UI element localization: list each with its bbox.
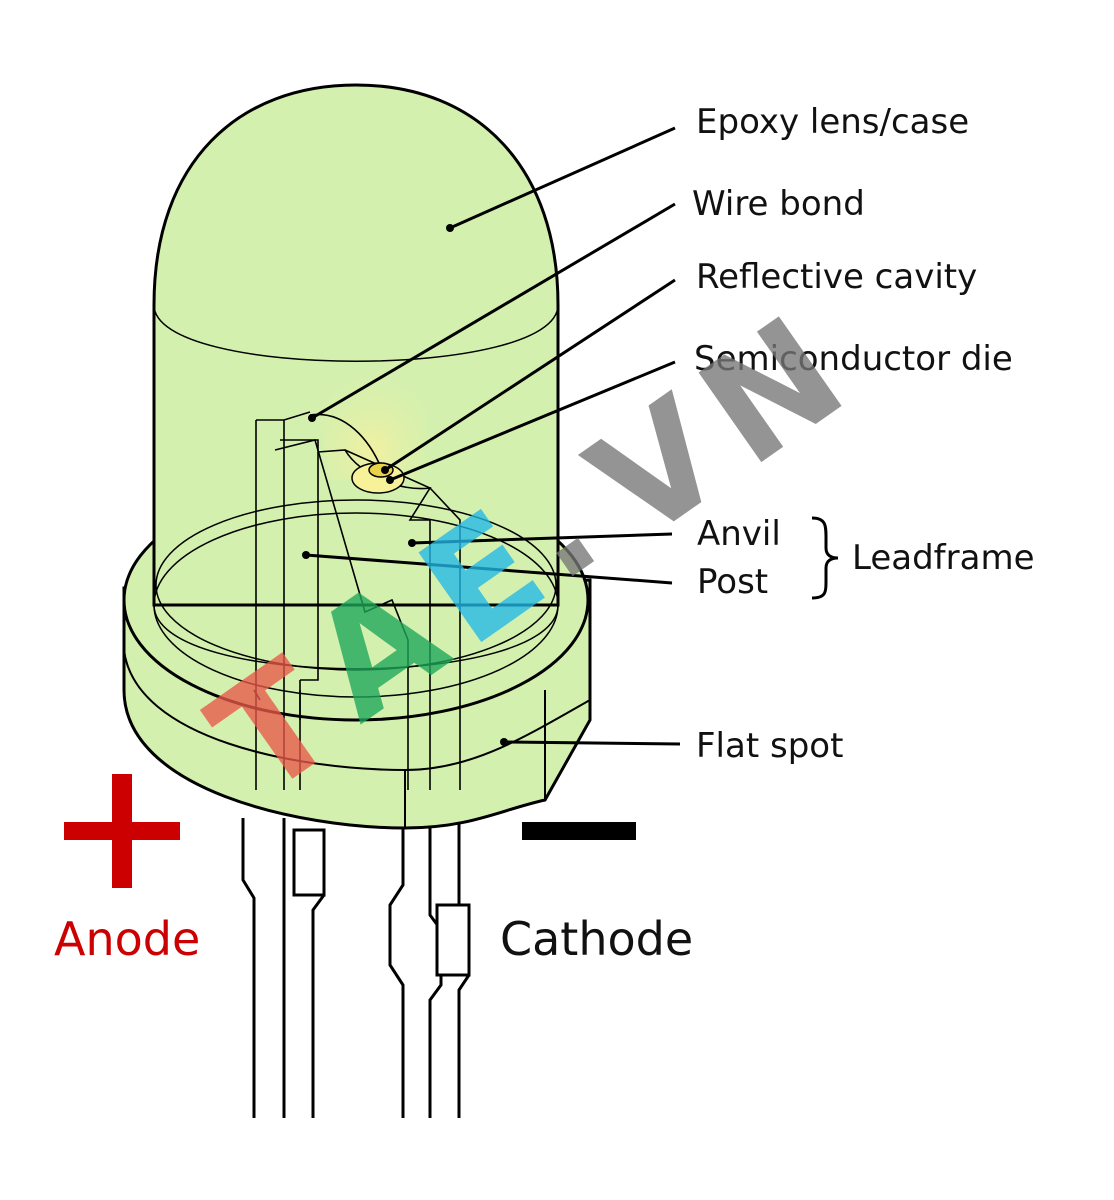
minus-sign-icon (522, 822, 636, 840)
label-reflective-cavity: Reflective cavity (696, 257, 977, 297)
label-semiconductor-die: Semiconductor die (694, 339, 1013, 379)
lead-legs (241, 818, 471, 1118)
leadframe-brace (811, 516, 839, 600)
label-anvil: Anvil (697, 514, 781, 554)
plus-sign-icon (64, 774, 180, 888)
label-wire-bond: Wire bond (692, 184, 865, 224)
leadframe (253, 411, 461, 790)
epoxy-lens (152, 83, 560, 698)
leader-dots (302, 224, 508, 746)
label-cathode: Cathode (500, 912, 693, 966)
label-post: Post (697, 562, 768, 602)
label-epoxy: Epoxy lens/case (696, 102, 969, 142)
label-anode: Anode (54, 912, 200, 966)
label-flat-spot: Flat spot (696, 726, 843, 766)
label-leadframe: Leadframe (852, 538, 1035, 578)
leader-lines (305, 126, 681, 746)
